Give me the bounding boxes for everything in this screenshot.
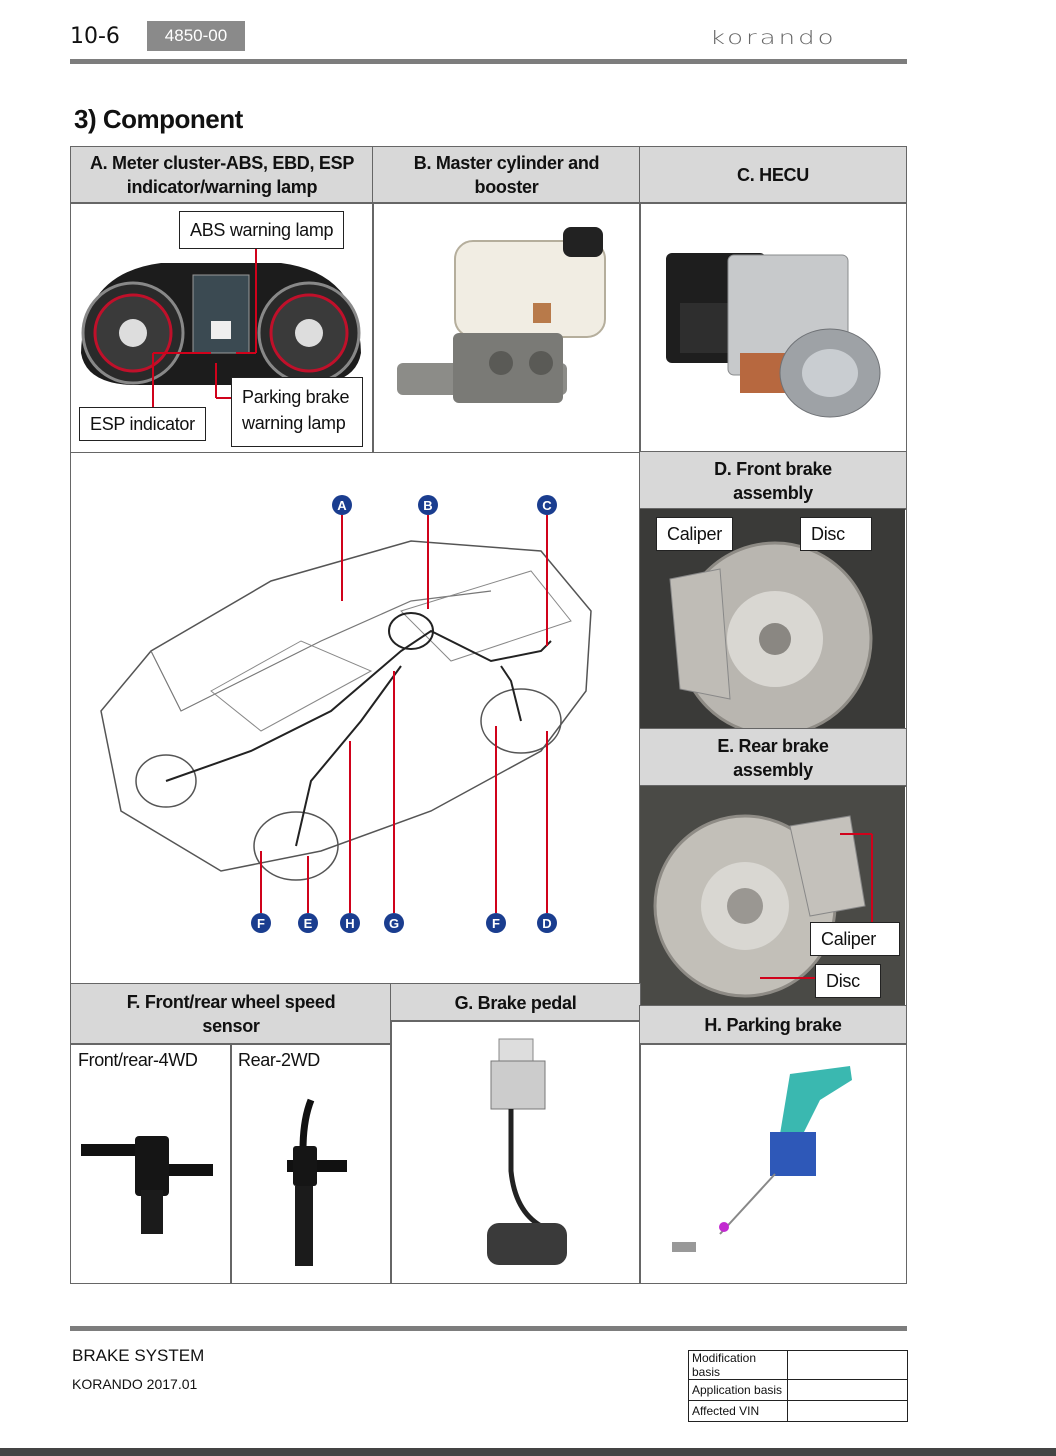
header-rule (70, 59, 907, 64)
esp-indicator-callout: ESP indicator (79, 407, 206, 441)
front-disc-callout: Disc (800, 517, 872, 551)
svg-text:A: A (337, 498, 347, 513)
f-4wd-label: Front/rear-4WD (78, 1050, 198, 1070)
svg-text:E: E (304, 916, 313, 931)
marker-h: H (340, 913, 360, 933)
svg-text:D: D (542, 916, 551, 931)
wheel-speed-sensor-2wd-illustration (287, 1098, 347, 1266)
cell-d-image: Caliper Disc (639, 508, 907, 730)
marker-d: D (537, 913, 557, 933)
page-number: 10-6 (70, 24, 120, 49)
brake-pedal-illustration (487, 1038, 567, 1265)
affected-vin-label: Affected VIN (688, 1400, 788, 1422)
page-bottom-edge (0, 1448, 1056, 1456)
wheel-speed-sensor-4wd-illustration (81, 1136, 213, 1234)
revision-row: Modification basis (688, 1350, 908, 1380)
cell-b-image (372, 202, 641, 453)
cell-h-image (639, 1043, 907, 1284)
section-title: 3) Component (74, 104, 243, 134)
cell-g-header: G. Brake pedal (390, 983, 641, 1022)
cell-e-image: Caliper Disc (639, 785, 907, 1007)
cell-b-title: B. Master cylinder and booster (413, 153, 600, 197)
front-caliper-callout: Caliper (656, 517, 733, 551)
cell-g-title: G. Brake pedal (454, 992, 577, 1013)
marker-c: C (537, 495, 557, 515)
cell-c-header: C. HECU (639, 146, 907, 204)
cell-a-header: A. Meter cluster-ABS, EBD, ESP indicator… (70, 146, 374, 204)
revision-info-table: Modification basis Application basis Aff… (688, 1350, 908, 1422)
f-2wd-label: Rear-2WD (238, 1050, 320, 1070)
svg-text:F: F (492, 916, 500, 931)
cell-c-title: C. HECU (737, 165, 809, 185)
meter-cluster-illustration (81, 223, 361, 411)
rear-caliper-callout: Caliper (810, 922, 900, 956)
marker-a: A (332, 495, 352, 515)
marker-f-left: F (251, 913, 271, 933)
cell-f-4wd: Front/rear-4WD (70, 1043, 232, 1284)
cell-e-header: E. Rear brake assembly (639, 728, 907, 787)
front-brake-illustration (640, 509, 905, 728)
abs-warning-lamp-callout: ABS warning lamp (179, 211, 345, 249)
brand-logo: korando (710, 28, 837, 49)
master-cylinder-illustration (397, 227, 606, 403)
footer-system-title: BRAKE SYSTEM (72, 1346, 205, 1365)
cell-a-image: ABS warning lamp Parking brake warning l… (70, 202, 374, 453)
cell-f-title: F. Front/rear wheel speed sensor (126, 992, 336, 1036)
application-basis-value (787, 1379, 908, 1401)
cell-d-title: D. Front brake assembly (714, 458, 832, 503)
cell-b-header: B. Master cylinder and booster (372, 146, 641, 204)
cell-g-image (390, 1020, 641, 1284)
cell-e-title: E. Rear brake assembly (717, 735, 829, 780)
rear-disc-callout: Disc (815, 964, 881, 998)
section-code-badge: 4850-00 (147, 21, 245, 51)
revision-row: Affected VIN (688, 1400, 908, 1422)
cell-h-title: H. Parking brake (704, 1015, 842, 1035)
svg-text:C: C (542, 498, 552, 513)
modification-basis-value (787, 1350, 908, 1380)
cell-a-title: A. Meter cluster-ABS, EBD, ESP indicator… (89, 153, 355, 197)
svg-text:F: F (257, 916, 265, 931)
cell-f-2wd: Rear-2WD (230, 1043, 392, 1284)
svg-text:H: H (345, 916, 354, 931)
hecu-illustration (666, 253, 881, 418)
parking-brake-illustration (672, 1066, 852, 1252)
marker-b: B (418, 495, 438, 515)
marker-g: G (384, 913, 404, 933)
affected-vin-value (787, 1400, 908, 1422)
modification-basis-label: Modification basis (688, 1350, 788, 1380)
svg-text:B: B (423, 498, 432, 513)
footer-rule (70, 1326, 907, 1331)
svg-text:G: G (389, 916, 399, 931)
cell-c-image (639, 202, 907, 453)
cell-f-header: F. Front/rear wheel speed sensor (70, 983, 392, 1045)
marker-e: E (298, 913, 318, 933)
cell-d-header: D. Front brake assembly (639, 451, 907, 510)
vehicle-diagram-cell: A B C F E H G F D (70, 451, 641, 985)
parking-brake-lamp-line1: Parking brake (242, 387, 350, 407)
revision-row: Application basis (688, 1379, 908, 1401)
vehicle-brake-layout-diagram: A B C F E H G F D (100, 495, 592, 933)
parking-brake-lamp-callout: Parking brake warning lamp (231, 377, 363, 447)
footer-model: KORANDO 2017.01 (72, 1376, 198, 1392)
marker-f-right: F (486, 913, 506, 933)
cell-h-header: H. Parking brake (639, 1005, 907, 1045)
application-basis-label: Application basis (688, 1379, 788, 1401)
parking-brake-lamp-line2: warning lamp (242, 413, 346, 433)
